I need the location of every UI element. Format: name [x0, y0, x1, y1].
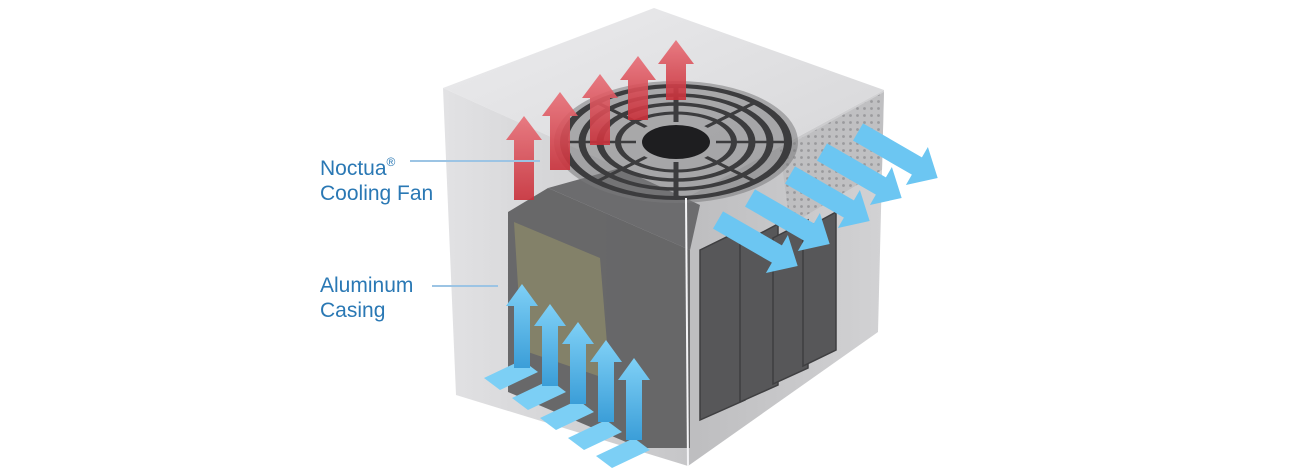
intake-stream	[596, 438, 650, 468]
cooling-fan-label: Noctua® Cooling Fan	[320, 150, 433, 206]
aluminum-casing-label: Aluminum Casing	[320, 273, 413, 323]
heatsink-fins	[699, 210, 837, 422]
fan-label-description: Cooling Fan	[320, 182, 434, 205]
arrow-up-red-icon	[620, 56, 656, 120]
intake-air-arrows	[484, 284, 650, 468]
exhaust-air-arrows	[713, 123, 938, 274]
casing-label-line1: Aluminum	[320, 274, 414, 297]
fan-leader-line	[410, 160, 540, 162]
arrow-up-blue-icon	[562, 322, 594, 404]
arrow-up-red-icon	[506, 116, 542, 200]
arrow-up-red-icon	[658, 40, 694, 100]
casing-label-line2: Casing	[320, 299, 386, 322]
casing-edge	[685, 197, 689, 467]
arrow-up-blue-icon	[590, 340, 622, 422]
arrow-right-down-blue-icon	[785, 166, 870, 229]
intake-stream	[540, 400, 594, 430]
arrow-up-blue-icon	[534, 304, 566, 386]
arrow-right-down-blue-icon	[713, 211, 798, 274]
trademark-symbol: ®	[386, 155, 396, 169]
hot-air-arrows	[506, 40, 694, 200]
arrow-right-down-blue-icon	[745, 189, 830, 252]
casing-leader-line	[432, 285, 498, 287]
fan-label-brand: Noctua	[320, 157, 387, 180]
arrow-up-blue-icon	[618, 358, 650, 440]
intake-stream	[512, 380, 566, 410]
arrow-up-red-icon	[542, 92, 578, 170]
intake-stream	[568, 420, 622, 450]
arrow-up-red-icon	[582, 74, 618, 145]
arrow-right-down-blue-icon	[853, 123, 938, 186]
arrow-right-down-blue-icon	[817, 143, 902, 206]
arrow-up-blue-icon	[506, 284, 538, 368]
